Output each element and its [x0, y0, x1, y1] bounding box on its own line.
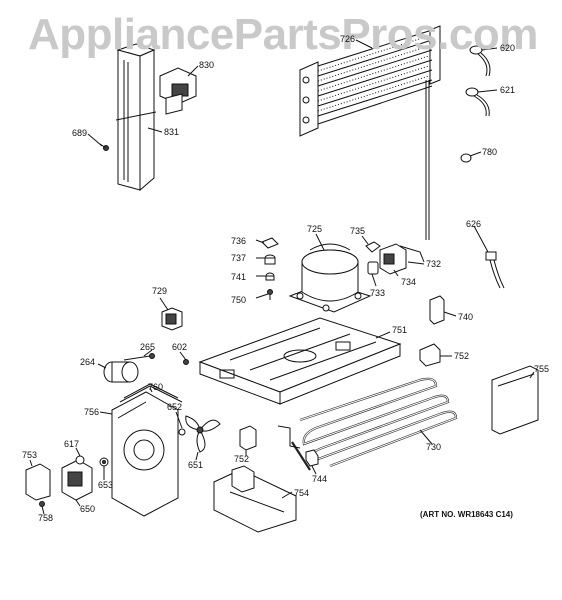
callout-733: 733	[370, 288, 386, 298]
part-736	[261, 237, 279, 249]
art-number: (ART NO. WR18643 C14)	[420, 510, 513, 519]
bracket-753	[25, 463, 51, 501]
callout-753: 753	[22, 450, 38, 460]
part-735	[365, 241, 381, 253]
callout-689: 689	[72, 128, 88, 138]
channel-831	[115, 43, 157, 192]
leader-lines	[29, 39, 535, 515]
base-pan-751	[198, 317, 402, 405]
callout-621: 621	[500, 85, 516, 95]
clip-744	[305, 449, 319, 467]
callout-735: 735	[350, 226, 366, 236]
screw-265	[123, 353, 155, 361]
bracket-754	[213, 465, 297, 533]
washer-653	[99, 457, 109, 467]
compressor-725	[288, 243, 372, 313]
harness-626	[485, 251, 505, 289]
bracket-755	[491, 365, 539, 435]
callout-754: 754	[294, 488, 310, 498]
gasket-760	[119, 383, 183, 403]
callout-602: 602	[172, 342, 188, 352]
part-621	[465, 87, 490, 117]
bracket-752-b	[239, 425, 257, 451]
fan-motor-650	[61, 459, 93, 501]
clip-740	[429, 295, 445, 325]
overload-733	[367, 261, 379, 275]
callout-725: 725	[307, 224, 323, 234]
callout-726: 726	[340, 34, 356, 44]
callout-831: 831	[164, 127, 180, 137]
screw-758	[39, 501, 45, 507]
part-264	[103, 361, 139, 383]
callout-830: 830	[199, 60, 215, 70]
callout-760: 760	[148, 382, 164, 392]
callout-755: 755	[534, 364, 550, 374]
callout-744: 744	[312, 474, 328, 484]
callout-736: 736	[231, 236, 247, 246]
bracket-830	[159, 67, 197, 115]
bracket-752-a	[419, 343, 441, 367]
callout-734: 734	[401, 277, 417, 287]
part-620	[469, 45, 491, 77]
sleeve-741	[265, 272, 275, 281]
callout-626: 626	[466, 219, 482, 229]
callout-780: 780	[482, 147, 498, 157]
callout-737: 737	[231, 253, 247, 263]
callout-264: 264	[80, 357, 96, 367]
callout-620: 620	[500, 43, 516, 53]
part-780	[460, 153, 472, 163]
callout-729: 729	[152, 286, 168, 296]
callout-756: 756	[84, 407, 100, 417]
grommet-737	[264, 254, 276, 265]
callout-732: 732	[426, 259, 442, 269]
fan-blade-651	[185, 415, 221, 453]
callout-740: 740	[458, 312, 474, 322]
part-729	[161, 307, 183, 331]
callout-617: 617	[64, 439, 80, 449]
callout-750: 750	[231, 295, 247, 305]
condenser-coil-726	[299, 25, 441, 240]
fan-shroud-756	[111, 391, 179, 517]
callout-741: 741	[231, 272, 247, 282]
callout-751: 751	[392, 325, 408, 335]
callout-752-a: 752	[454, 351, 470, 361]
callout-730: 730	[426, 442, 442, 452]
nut-652	[178, 428, 186, 436]
screw-602	[183, 359, 189, 365]
screw-750	[267, 289, 273, 300]
part-617	[75, 455, 85, 465]
callout-651: 651	[188, 460, 204, 470]
condenser-730	[277, 377, 458, 471]
callout-752-b: 752	[234, 454, 250, 464]
callout-653: 653	[98, 480, 114, 490]
callout-265: 265	[140, 342, 156, 352]
callout-650: 650	[80, 504, 96, 514]
relay-734	[379, 243, 425, 275]
callout-652: 652	[167, 402, 183, 412]
callout-758: 758	[38, 513, 54, 523]
